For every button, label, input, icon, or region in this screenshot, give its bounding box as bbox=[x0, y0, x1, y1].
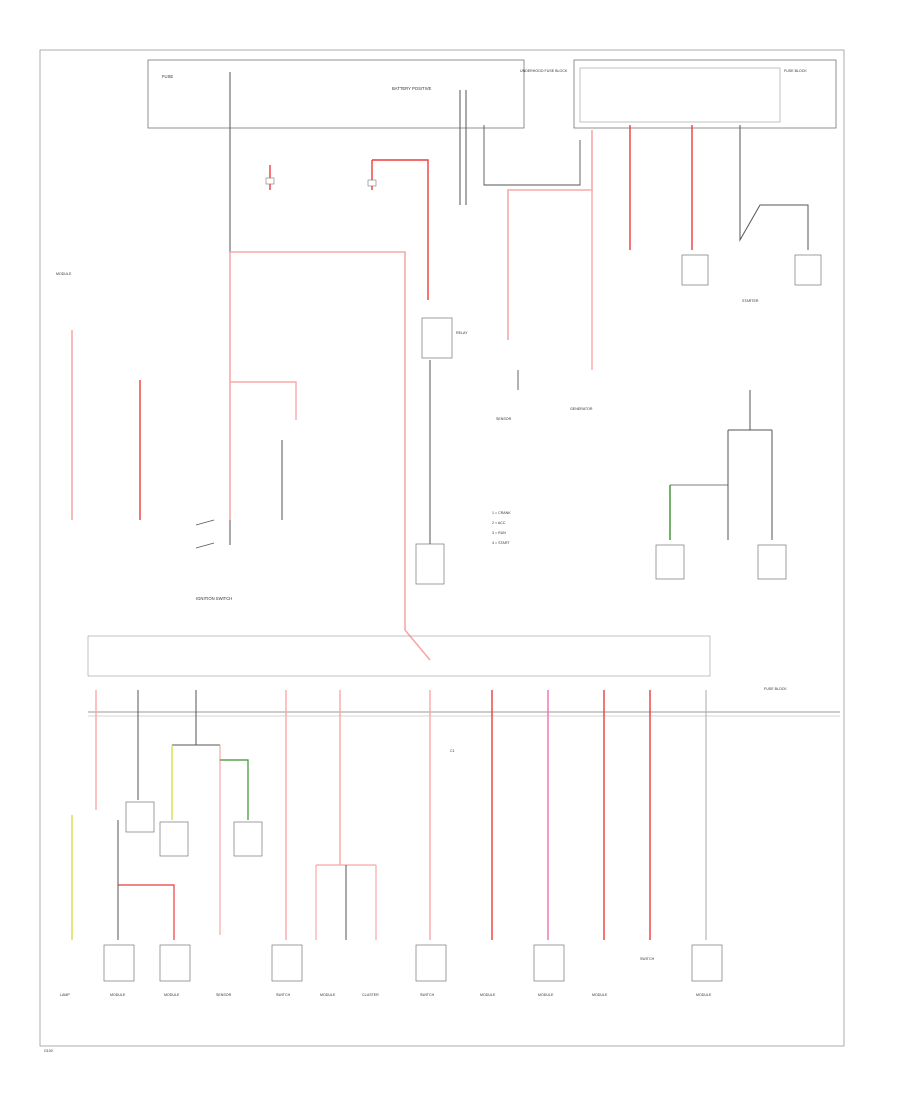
bottom-box-relay-3 bbox=[233, 821, 263, 857]
sensor-label: SENSOR bbox=[496, 417, 512, 421]
svg-text:SWITCH: SWITCH bbox=[276, 993, 291, 997]
bottom-comp-1 bbox=[103, 944, 135, 982]
diagram-border bbox=[39, 49, 845, 1047]
component-center bbox=[415, 543, 445, 585]
bottom-comp-4 bbox=[415, 944, 447, 982]
svg-text:4 = START: 4 = START bbox=[492, 541, 510, 545]
bottom-box-relay-2 bbox=[159, 821, 189, 857]
top-left-fuse-label: FUSE bbox=[162, 74, 173, 79]
svg-text:CLUSTER: CLUSTER bbox=[362, 993, 379, 997]
svg-text:MODULE: MODULE bbox=[696, 993, 712, 997]
connector-top-1 bbox=[265, 165, 275, 190]
fuse-block-right-label: FUSE BLOCK bbox=[784, 69, 807, 73]
svg-text:MODULE: MODULE bbox=[320, 993, 336, 997]
ignition-switch-label: IGNITION SWITCH bbox=[196, 596, 232, 601]
connector-top-2 bbox=[367, 160, 377, 190]
svg-text:2 = ACC: 2 = ACC bbox=[492, 521, 506, 525]
wire-black-right bbox=[739, 125, 809, 250]
module-left-label: MODULE bbox=[56, 272, 72, 276]
svg-text:SWITCH: SWITCH bbox=[640, 957, 655, 961]
relay-mid-label: RELAY bbox=[456, 331, 468, 335]
connector-c1-label: C1 bbox=[450, 749, 455, 753]
bottom-comp-6 bbox=[691, 944, 723, 982]
bottom-comp-2 bbox=[159, 944, 191, 982]
svg-text:MODULE: MODULE bbox=[164, 993, 180, 997]
wire-red-branch-top bbox=[230, 251, 431, 661]
bottom-fuse-block bbox=[87, 635, 711, 677]
wire-red-top-relay bbox=[372, 159, 429, 300]
generator-label: GENERATOR bbox=[570, 407, 593, 411]
svg-text:MODULE: MODULE bbox=[480, 993, 496, 997]
switch-legend: 1 = CRANK 2 = ACC 3 = RUN 4 = START bbox=[492, 511, 511, 545]
top-right-fuse-box bbox=[573, 59, 837, 129]
svg-text:1 = CRANK: 1 = CRANK bbox=[492, 511, 511, 515]
svg-text:MODULE: MODULE bbox=[538, 993, 554, 997]
svg-text:LAMP: LAMP bbox=[60, 993, 70, 997]
bottom-component-labels: LAMP MODULE MODULE SENSOR SWITCH MODULE … bbox=[60, 957, 712, 997]
bottom-fuse-label: FUSE BLOCK bbox=[764, 687, 787, 691]
svg-text:MODULE: MODULE bbox=[110, 993, 126, 997]
component-right-1 bbox=[681, 254, 709, 286]
bottom-comp-3 bbox=[271, 944, 303, 982]
component-mid-right-1 bbox=[655, 544, 685, 580]
bottom-box-relay-1 bbox=[125, 801, 155, 833]
wire-red-right-1 bbox=[507, 130, 593, 340]
component-right-2 bbox=[794, 254, 822, 286]
relay-mid bbox=[421, 317, 453, 359]
corner-note: G100 bbox=[44, 1049, 53, 1053]
top-left-fuse-box bbox=[147, 59, 525, 129]
svg-text:SENSOR: SENSOR bbox=[216, 993, 232, 997]
svg-text:3 = RUN: 3 = RUN bbox=[492, 531, 506, 535]
underhood-fuse-label: UNDERHOOD FUSE BLOCK bbox=[520, 69, 568, 73]
svg-text:SWITCH: SWITCH bbox=[420, 993, 435, 997]
bottom-comp-5 bbox=[533, 944, 565, 982]
battery-positive-label: BATTERY POSITIVE bbox=[392, 86, 432, 91]
svg-text:MODULE: MODULE bbox=[592, 993, 608, 997]
component-mid-right-2 bbox=[757, 544, 787, 580]
starter-label: STARTER bbox=[742, 299, 759, 303]
wire-pink-sensor bbox=[230, 381, 297, 420]
